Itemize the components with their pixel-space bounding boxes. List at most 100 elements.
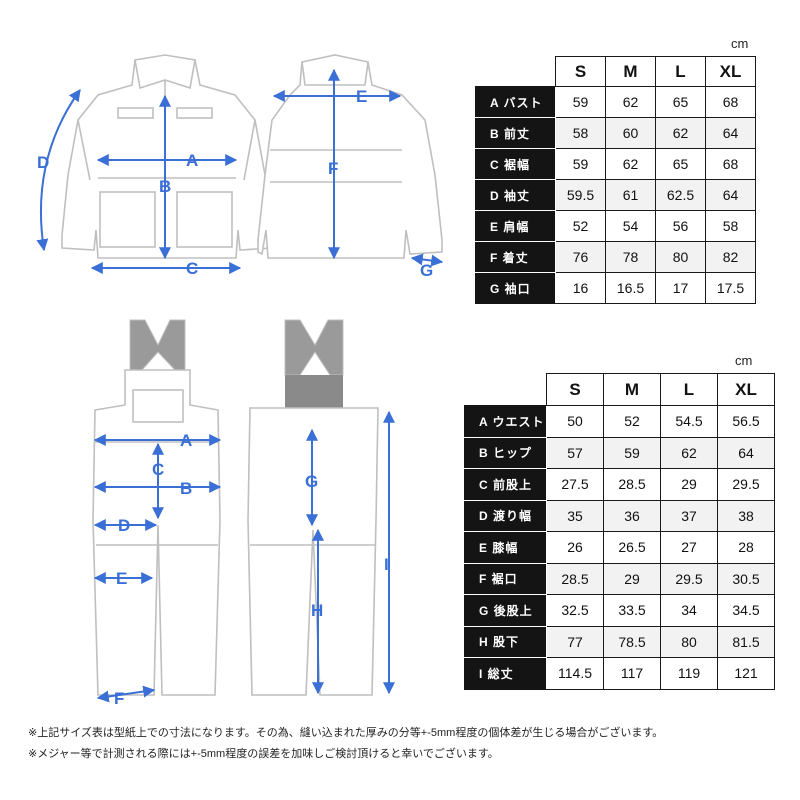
- bib-dim-b: B: [180, 479, 192, 498]
- table-cell: 65: [655, 86, 706, 118]
- table-cell: 35: [546, 499, 604, 532]
- table-cell: 56.5: [717, 405, 775, 438]
- bib-size-header: M: [603, 373, 661, 406]
- jacket-dim-d: D: [37, 153, 49, 172]
- table-cell: 26: [546, 531, 604, 564]
- table-cell: 65: [655, 148, 706, 180]
- bib-size-header-row: S M L XL: [465, 373, 775, 406]
- row-label: H 股下: [464, 625, 547, 658]
- row-label: B 前丈: [475, 117, 556, 149]
- jacket-header-corner: [476, 57, 556, 87]
- row-label: A ウエスト: [464, 405, 547, 438]
- table-cell: 114.5: [546, 657, 604, 690]
- jacket-front-drawing: [61, 54, 273, 259]
- table-cell: 58: [555, 117, 606, 149]
- table-cell: 117: [603, 657, 661, 690]
- table-cell: 28.5: [546, 562, 604, 595]
- jacket-size-header: XL: [705, 56, 756, 87]
- row-label: C 裾幅: [475, 148, 556, 180]
- table-cell: 64: [717, 436, 775, 469]
- bib-unit-label: cm: [735, 353, 753, 368]
- row-label: I 総丈: [464, 657, 547, 690]
- table-cell: 59: [555, 148, 606, 180]
- table-cell: 17.5: [705, 272, 756, 304]
- row-label: E 膝幅: [464, 531, 547, 564]
- table-cell: 68: [705, 148, 756, 180]
- table-cell: 16.5: [605, 272, 656, 304]
- row-label: G 袖口: [475, 272, 556, 304]
- table-cell: 56: [655, 210, 706, 242]
- table-cell: 54.5: [660, 405, 718, 438]
- bib-dim-d: D: [118, 516, 130, 535]
- bib-front-drawing: [92, 319, 221, 696]
- table-cell: 64: [705, 117, 756, 149]
- row-label: E 肩幅: [475, 210, 556, 242]
- table-cell: 60: [605, 117, 656, 149]
- table-cell: 82: [705, 241, 756, 273]
- jacket-dim-f: F: [328, 159, 338, 178]
- table-cell: 57: [546, 436, 604, 469]
- bib-size-header: XL: [717, 373, 775, 406]
- bib-dim-a: A: [180, 431, 192, 450]
- table-cell: 62.5: [655, 179, 706, 211]
- jacket-size-header: L: [655, 56, 706, 87]
- row-label: F 裾口: [464, 562, 547, 595]
- table-cell: 52: [603, 405, 661, 438]
- table-cell: 59: [603, 436, 661, 469]
- bib-dim-i: I: [384, 555, 389, 574]
- table-cell: 34.5: [717, 594, 775, 627]
- bib-dim-g: G: [305, 472, 318, 491]
- jacket-dim-g: G: [420, 261, 433, 280]
- row-label: G 後股上: [464, 594, 547, 627]
- table-cell: 29.5: [717, 468, 775, 501]
- table-cell: 29: [660, 468, 718, 501]
- row-label: A バスト: [475, 86, 556, 118]
- table-cell: 50: [546, 405, 604, 438]
- table-cell: 28.5: [603, 468, 661, 501]
- bib-size-header: L: [660, 373, 718, 406]
- bib-header-corner: [465, 374, 547, 406]
- table-cell: 29.5: [660, 562, 718, 595]
- table-cell: 28: [717, 531, 775, 564]
- note-line: ※上記サイズ表は型紙上での寸法になります。その為、縫い込まれた厚みの分等+-5m…: [28, 727, 664, 739]
- jacket-back-drawing: [257, 54, 443, 259]
- bib-dim-h: H: [311, 601, 323, 620]
- table-cell: 76: [555, 241, 606, 273]
- row-label: D 渡り幅: [464, 499, 547, 532]
- table-cell: 62: [605, 148, 656, 180]
- table-cell: 32.5: [546, 594, 604, 627]
- table-cell: 78.5: [603, 625, 661, 658]
- table-cell: 80: [660, 625, 718, 658]
- jacket-dim-e: E: [356, 87, 367, 106]
- jacket-dim-c: C: [186, 259, 198, 278]
- table-cell: 78: [605, 241, 656, 273]
- table-cell: 16: [555, 272, 606, 304]
- table-cell: 62: [660, 436, 718, 469]
- size-notes: ※上記サイズ表は型紙上での寸法になります。その為、縫い込まれた厚みの分等+-5m…: [28, 723, 663, 765]
- bib-dimensions: A B C D E F G H I: [93, 410, 395, 708]
- table-cell: 38: [717, 499, 775, 532]
- table-cell: 27: [660, 531, 718, 564]
- jacket-size-header-row: S M L XL: [476, 56, 756, 87]
- table-cell: 119: [660, 657, 718, 690]
- row-label: D 袖丈: [475, 179, 556, 211]
- jacket-dim-b: B: [159, 177, 171, 196]
- bib-dim-f: F: [114, 689, 124, 708]
- row-label: F 着丈: [475, 241, 556, 273]
